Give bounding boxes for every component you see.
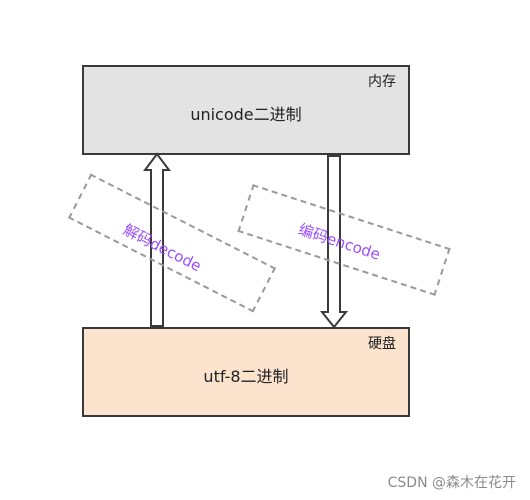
encode-arrow — [319, 155, 349, 329]
memory-content-label: unicode二进制 — [190, 105, 302, 124]
disk-corner-label: 硬盘 — [368, 336, 396, 352]
disk-content-label: utf-8二进制 — [203, 367, 289, 386]
disk-box: 硬盘 utf-8二进制 — [82, 327, 410, 417]
watermark: CSDN @森木在花开 — [387, 475, 516, 491]
memory-corner-label: 内存 — [368, 74, 396, 90]
decode-arrow — [143, 152, 171, 327]
memory-box: 内存 unicode二进制 — [82, 65, 410, 155]
